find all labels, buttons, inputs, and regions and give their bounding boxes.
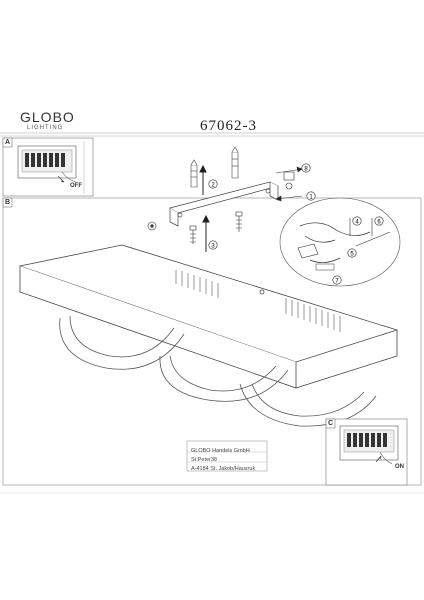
brand-subtitle: LIGHTING bbox=[27, 125, 64, 131]
svg-text:1: 1 bbox=[309, 195, 313, 201]
svg-text:2: 2 bbox=[211, 183, 215, 189]
svg-text:8: 8 bbox=[304, 167, 308, 173]
step-marker-4: 4 bbox=[352, 216, 362, 226]
screw-left bbox=[189, 225, 197, 244]
fuse-box-a bbox=[17, 145, 77, 183]
washer-icon bbox=[147, 221, 157, 231]
svg-text:4: 4 bbox=[355, 220, 359, 226]
svg-text:6: 6 bbox=[377, 220, 381, 226]
lamp-body bbox=[18, 244, 399, 389]
ring-lamp-3 bbox=[239, 383, 377, 427]
step-marker-2: 2 bbox=[208, 179, 218, 189]
manufacturer-box bbox=[186, 440, 268, 472]
switch-off-label: OFF bbox=[70, 183, 82, 189]
terminal-block bbox=[275, 166, 303, 202]
step-marker-7: 7 bbox=[332, 275, 342, 285]
wiring-detail bbox=[279, 197, 401, 287]
section-a-label: A bbox=[5, 139, 11, 146]
screw-right bbox=[235, 211, 243, 232]
section-a-frame bbox=[2, 137, 94, 197]
manufacturer-street: St.Peter38 bbox=[191, 457, 217, 463]
switch-on-label: ON bbox=[395, 464, 404, 470]
ring-lamp-1 bbox=[59, 315, 185, 370]
manufacturer-city: A-4184 St. Jakob/Hausruk bbox=[191, 466, 256, 472]
model-number: 67062-3 bbox=[200, 118, 257, 134]
step-marker-6: 6 bbox=[374, 216, 384, 226]
svg-text:3: 3 bbox=[211, 244, 215, 250]
section-b-label: B bbox=[5, 199, 11, 206]
manufacturer-name: GLOBO Handels GmbH bbox=[191, 448, 250, 454]
ring-lamp-2 bbox=[159, 355, 289, 402]
arrow-up-icon bbox=[199, 164, 210, 252]
svg-text:7: 7 bbox=[335, 279, 339, 285]
wall-plug-left bbox=[190, 159, 198, 188]
mounting-bracket bbox=[169, 181, 279, 227]
manufacturer-info: GLOBO Handels GmbH St.Peter38 A-4184 St.… bbox=[191, 447, 255, 474]
step-marker-1: 1 bbox=[306, 191, 316, 201]
fuse-box-c bbox=[339, 425, 399, 465]
svg-text:5: 5 bbox=[350, 252, 354, 258]
step-marker-5: 5 bbox=[347, 248, 357, 258]
wall-plug-right bbox=[231, 146, 239, 179]
step-marker-8: 8 bbox=[301, 163, 311, 173]
step-marker-3: 3 bbox=[208, 240, 218, 250]
section-c-label: C bbox=[328, 420, 334, 427]
brand-logo: GLOBO bbox=[20, 109, 75, 125]
